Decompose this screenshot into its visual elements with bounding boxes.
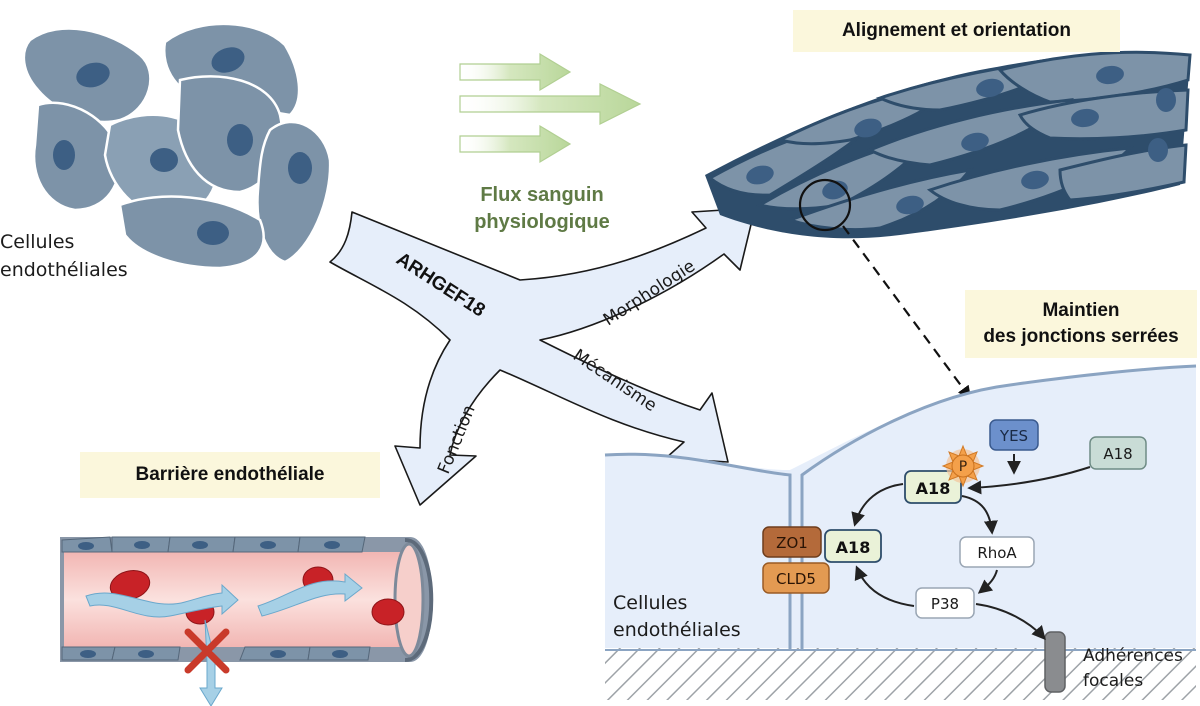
rhoa-box xyxy=(959,536,1035,568)
a18-inactive-box xyxy=(1089,436,1147,470)
flow-arrow-2 xyxy=(459,83,642,125)
endothelial-cells-cluster xyxy=(22,22,332,270)
flow-label: Flux sanguin physiologique xyxy=(462,182,622,236)
a18-active-box xyxy=(904,470,962,504)
cell-7 xyxy=(118,195,265,270)
arrow-a18-to-junction xyxy=(851,483,904,527)
a18-junction-box xyxy=(824,529,882,563)
cells-label-bottom-line1: Cellules xyxy=(613,592,688,614)
tight-junction-title: Maintien des jonctions serrées xyxy=(965,290,1197,358)
focal-adhesion-label-line1: Adhérences xyxy=(1083,646,1183,666)
aligned-cells-sheet xyxy=(705,50,1192,239)
p38-box xyxy=(915,587,975,619)
cells-label-top-left: Cellules endothéliales xyxy=(0,228,128,284)
yes-box xyxy=(989,419,1039,451)
flow-label-line2: physiologique xyxy=(474,211,610,233)
pathway-arrows xyxy=(851,454,1091,641)
vessel-flow-arrows xyxy=(85,572,363,618)
arrow-p38-to-focal xyxy=(975,603,1046,641)
molecules: YES A18 A18 P RhoA P38 ZO1 CLD5 A18 xyxy=(762,419,1147,619)
phospho-icon: P xyxy=(941,444,985,488)
cell-3 xyxy=(32,101,121,212)
arrow-rhoa-to-p38 xyxy=(977,569,998,594)
arrow-p38-to-junction xyxy=(854,565,915,607)
cell-membrane-right xyxy=(800,364,1197,650)
zoom-dashed-arrow xyxy=(842,225,972,400)
zo1-label: ZO1 xyxy=(776,534,808,552)
focal-adhesion-label: Adhérences focales xyxy=(1083,644,1183,694)
cld5-label: CLD5 xyxy=(776,570,816,588)
a18-active-label: A18 xyxy=(916,479,951,498)
flow-arrows xyxy=(459,52,642,164)
a18-inactive-label: A18 xyxy=(1103,445,1132,463)
yes-label: YES xyxy=(999,427,1028,445)
cell-membrane-left xyxy=(604,452,792,650)
cell-6 xyxy=(256,120,332,264)
cells-label-bottom: Cellules endothéliales xyxy=(613,590,741,644)
rhoa-label: RhoA xyxy=(977,544,1017,562)
phospho-label: P xyxy=(959,459,967,475)
magnifier-circle-icon xyxy=(798,178,852,232)
tight-junction-title-line2: des jonctions serrées xyxy=(983,326,1179,347)
arrow-a18-to-rhoa xyxy=(961,495,998,535)
cells-label-top-line1: Cellules xyxy=(0,231,75,253)
flow-arrow-3 xyxy=(459,124,572,164)
cells-label-top-line2: endothéliales xyxy=(0,259,128,281)
a18-junction-label: A18 xyxy=(836,538,871,557)
barrier-title-text: Barrière endothéliale xyxy=(135,464,325,485)
tight-junction-title-line1: Maintien xyxy=(1042,300,1120,321)
flow-label-line1: Flux sanguin xyxy=(480,184,604,206)
focal-adhesion xyxy=(1044,631,1066,693)
focal-adhesion-label-line2: focales xyxy=(1083,671,1144,691)
basement-hatch xyxy=(605,648,1196,700)
alignment-title: Alignement et orientation xyxy=(793,10,1120,52)
barrier-title: Barrière endothéliale xyxy=(80,452,380,498)
arrow-a18inactive-to-a18 xyxy=(967,466,1091,495)
zo1-box xyxy=(762,526,822,558)
red-x-icon xyxy=(184,628,230,674)
cld5-box xyxy=(762,562,830,594)
leak-arrow xyxy=(199,619,223,706)
cell-nuclei xyxy=(53,47,312,245)
flow-arrow-1 xyxy=(459,52,572,92)
blood-vessel xyxy=(60,536,434,706)
alignment-title-text: Alignement et orientation xyxy=(841,20,1072,41)
cells-label-bottom-line2: endothéliales xyxy=(613,619,741,641)
p38-label: P38 xyxy=(931,595,959,613)
